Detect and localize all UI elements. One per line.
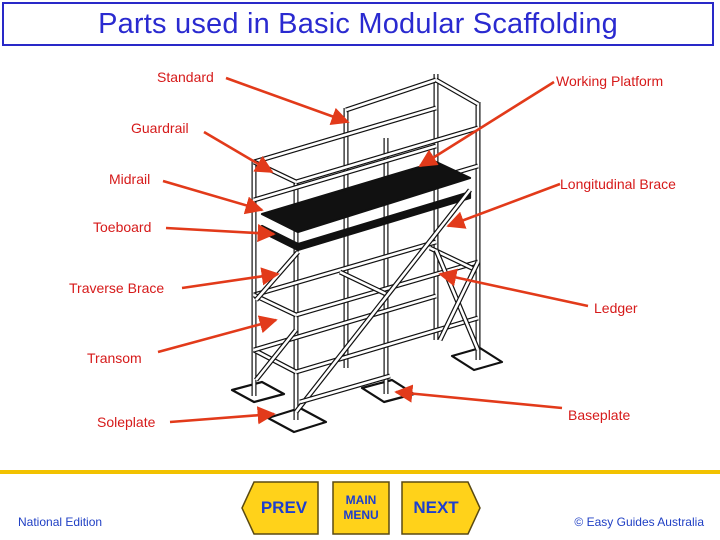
page-title: Parts used in Basic Modular Scaffolding <box>98 7 618 40</box>
arrow-standard <box>225 76 350 126</box>
label-arrows <box>157 76 589 425</box>
main-menu-line2: MENU <box>343 508 379 522</box>
label-standard: Standard <box>157 69 214 85</box>
main-menu-line1: MAIN <box>345 493 377 507</box>
next-button-label: NEXT <box>413 498 459 517</box>
label-ledger: Ledger <box>594 300 638 316</box>
scaffold-structure <box>230 74 504 434</box>
label-baseplate: Baseplate <box>568 407 631 423</box>
arrow-toeboard <box>165 224 276 243</box>
prev-button-label: PREV <box>260 498 308 517</box>
working-platform <box>260 160 472 234</box>
label-guardrail: Guardrail <box>131 120 189 136</box>
scaffold-diagram <box>157 74 589 434</box>
footer-divider <box>0 470 720 474</box>
arrow-soleplate <box>169 406 276 425</box>
arrow-longitudinal-brace <box>446 182 561 229</box>
prev-button[interactable]: PREV <box>240 480 320 536</box>
next-button[interactable]: NEXT <box>400 480 482 536</box>
arrow-ledger <box>438 268 589 308</box>
arrow-baseplate <box>394 384 563 410</box>
arrow-working-platform <box>418 80 555 168</box>
arrow-midrail <box>162 179 264 215</box>
label-toeboard: Toeboard <box>93 219 152 235</box>
label-transom: Transom <box>87 350 142 366</box>
title-bar: Parts used in Basic Modular Scaffolding <box>2 2 714 46</box>
label-soleplate: Soleplate <box>97 414 156 430</box>
label-traverse-brace: Traverse Brace <box>69 280 165 296</box>
main-menu-button[interactable]: MAIN MENU <box>332 480 390 536</box>
footer-edition: National Edition <box>18 515 103 529</box>
footer-copyright: © Easy Guides Australia <box>574 515 704 529</box>
arrow-guardrail <box>203 130 274 174</box>
arrow-transom <box>157 315 278 354</box>
label-working-platform: Working Platform <box>556 73 664 89</box>
arrow-traverse-brace <box>181 267 280 290</box>
label-longitudinal-brace: Longitudinal Brace <box>560 176 676 192</box>
label-midrail: Midrail <box>109 171 151 187</box>
